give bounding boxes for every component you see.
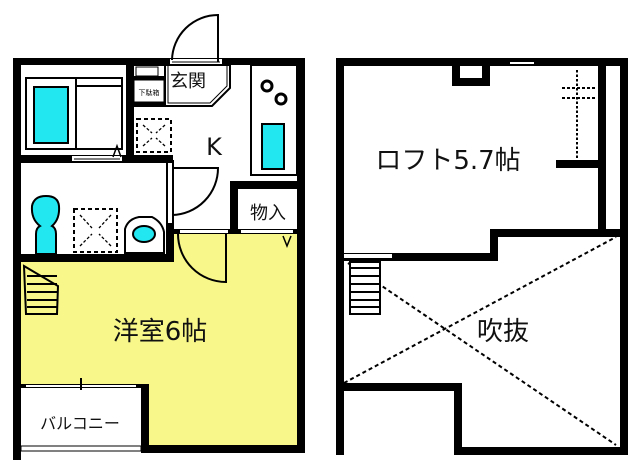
loft-wall-top (336, 58, 628, 66)
wash-basin-bowl-icon (132, 225, 156, 243)
ladder-dotted-outline (562, 70, 597, 160)
bathtub-water-icon (33, 86, 69, 144)
storage-label: 物入 (250, 203, 286, 224)
room-door-icon (177, 233, 227, 284)
open-ceiling-diagonal-1 (347, 262, 617, 446)
western-room-label: 洋室6帖 (113, 317, 208, 347)
open-ceiling-label: 吹抜 (477, 317, 529, 347)
bath-wall-right (126, 58, 134, 163)
balcony-wall-right (141, 384, 149, 453)
floor-drain-space (73, 208, 118, 253)
balcony (21, 390, 141, 452)
loft-stairs-icon (349, 261, 381, 315)
shoe-box-label: 下駄箱 (139, 88, 160, 97)
toilet-icon (30, 194, 61, 255)
loft-plan: ロフト5.7帖 吹抜 (336, 58, 628, 455)
loft-wall-right (620, 58, 628, 455)
first-floor-plan: 下駄箱 玄関 K (13, 13, 305, 460)
toilet-door-icon (171, 167, 220, 216)
loft-label: ロフト5.7帖 (375, 146, 520, 176)
storage-wall-left (230, 181, 238, 231)
entrance-label: 玄関 (170, 71, 206, 92)
stairs-icon (22, 264, 60, 315)
washing-machine-space (136, 118, 172, 153)
storage-closet (238, 189, 297, 229)
stove-burner-icon (260, 79, 288, 106)
kitchen-sink-icon (261, 123, 285, 170)
open-ceiling-diagonal-2 (343, 236, 617, 384)
outer-wall-bottom (147, 445, 305, 453)
western-room-floor (20, 233, 297, 450)
storage-wall-top (230, 181, 304, 189)
entrance-area (164, 64, 231, 107)
loft-wall-left (336, 58, 344, 225)
outer-wall-right (297, 58, 305, 453)
drain-marker-icon (112, 143, 122, 158)
toilet-wall-bottom (13, 254, 174, 262)
kitchen-label: K (206, 133, 223, 161)
entrance-door-icon (171, 13, 219, 62)
balcony-label: バルコニー (40, 414, 120, 433)
